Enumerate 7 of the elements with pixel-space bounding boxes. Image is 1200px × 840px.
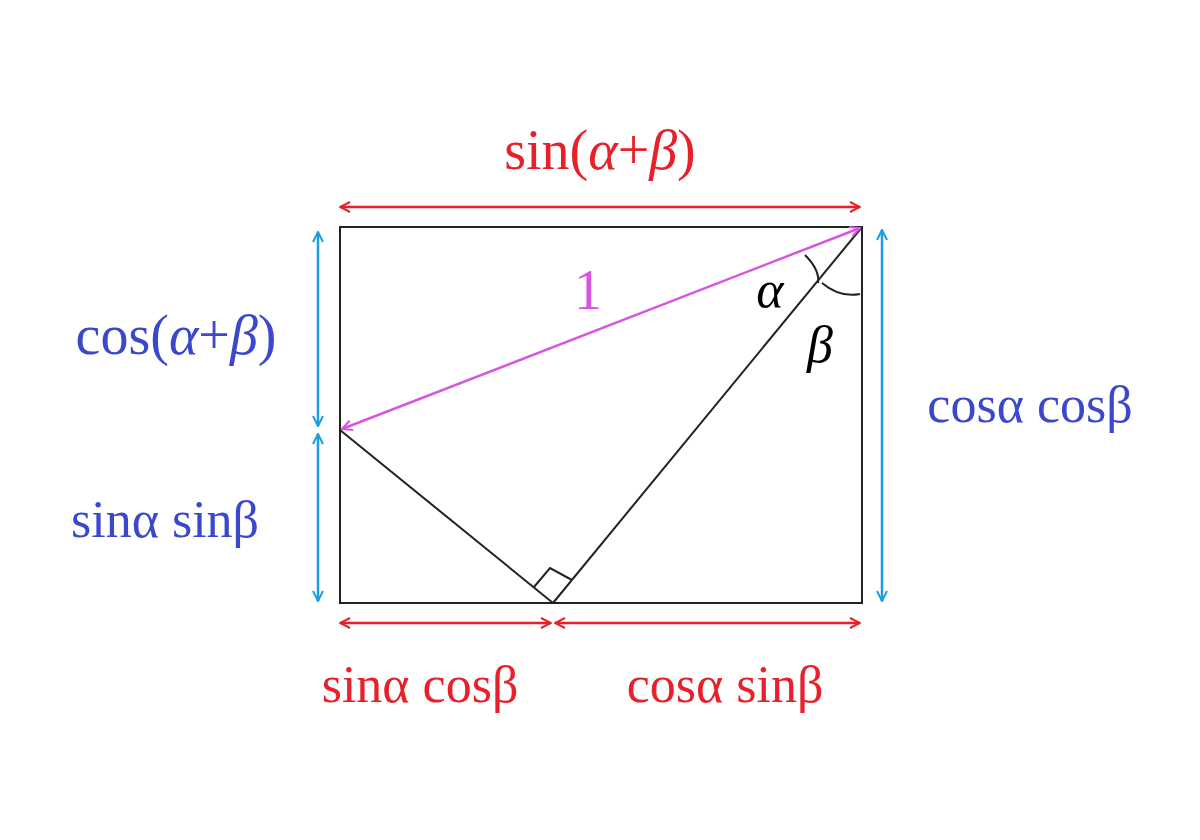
dimension-label: cosα cosβ bbox=[927, 379, 1133, 431]
hypotenuse-label: 1 bbox=[574, 262, 602, 318]
dimension-label: sinα sinβ bbox=[70, 494, 260, 546]
dimension-label: sinα cosβ bbox=[321, 659, 519, 711]
dimension-label: cosα sinβ bbox=[626, 659, 824, 711]
angle-label: α bbox=[756, 264, 784, 316]
angle-label: β bbox=[807, 319, 833, 371]
